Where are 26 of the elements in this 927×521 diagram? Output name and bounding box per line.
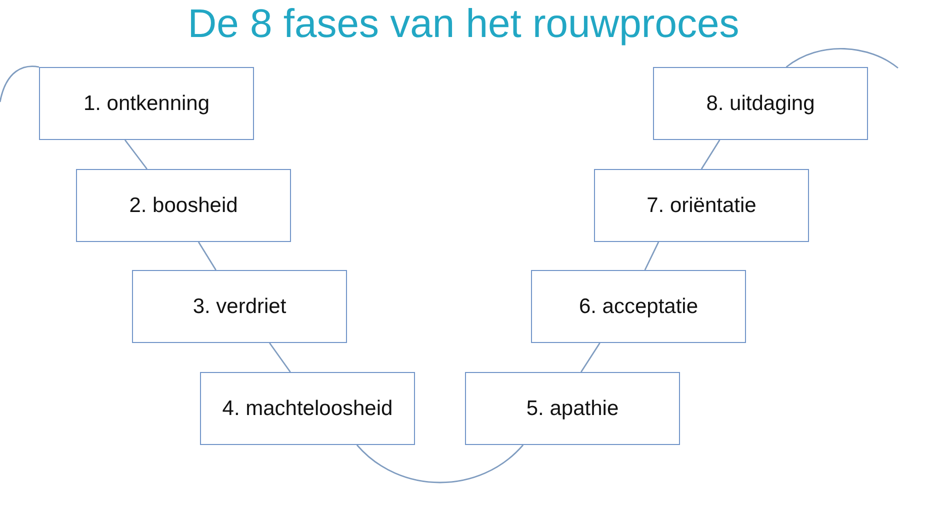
stage-label: 1. ontkenning: [83, 92, 210, 116]
stage-label: 7. oriëntatie: [646, 194, 756, 218]
stage-box: [531, 270, 746, 343]
connector-line: [700, 140, 720, 170]
stage-label: 6. acceptatie: [578, 294, 698, 318]
stage-box: [594, 169, 809, 242]
stage-box: [465, 372, 680, 445]
connector-line: [124, 140, 148, 170]
stage-box: [200, 372, 415, 445]
stage-label: 5. apathie: [526, 396, 619, 420]
diagram-title: De 8 fases van het rouwproces: [186, 1, 740, 48]
connector-line: [580, 342, 600, 372]
stage-box: [132, 270, 347, 343]
stage-box: [76, 169, 291, 242]
connector-line: [269, 342, 291, 372]
connector-line: [0, 66, 40, 102]
connector-line: [356, 444, 524, 484]
connector-line: [644, 242, 660, 270]
connector-line: [198, 242, 216, 270]
stage-box: [39, 67, 254, 140]
connector-line: [786, 48, 898, 69]
stage-label: 8. uitdaging: [706, 92, 815, 116]
stage-label: 4. machteloosheid: [222, 396, 393, 420]
stage-label: 2. boosheid: [129, 194, 238, 218]
stage-label: 3. verdriet: [192, 294, 286, 318]
stage-box: [653, 67, 868, 140]
